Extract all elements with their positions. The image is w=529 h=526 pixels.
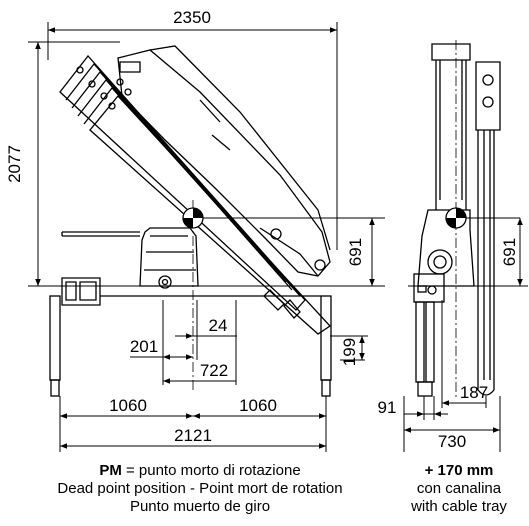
dim-691-side: 691 xyxy=(500,238,519,266)
stabilizer-box xyxy=(61,277,101,306)
boom-head-side xyxy=(431,43,471,61)
dimension-labels: 2350 2077 691 691 24 201 722 199 1060 10… xyxy=(5,8,519,451)
dim-2077: 2077 xyxy=(5,145,24,183)
cable-tray-line-3: with cable tray xyxy=(411,498,507,515)
crane-column xyxy=(139,227,199,287)
left-leg xyxy=(49,295,61,381)
main-boom xyxy=(117,49,331,277)
dim-1060-right: 1060 xyxy=(239,396,277,415)
dim-2121: 2121 xyxy=(174,426,212,445)
dim-2350: 2350 xyxy=(173,8,211,27)
dim-691-front: 691 xyxy=(346,238,365,266)
dead-point-symbol-front xyxy=(182,207,204,229)
dead-point-symbol-side xyxy=(445,207,467,229)
dimension-lines xyxy=(28,22,528,452)
dim-199: 199 xyxy=(340,338,359,366)
pm-abbreviation: PM xyxy=(99,462,122,479)
cable-tray-caption: + 170 mm con canalina with cable tray xyxy=(389,462,529,516)
caption-line-1: PM = punto morto di rotazione xyxy=(0,462,400,480)
dim-722: 722 xyxy=(200,361,228,380)
dim-730: 730 xyxy=(438,432,466,451)
cable-tray-line-2: con canalina xyxy=(416,480,502,497)
dead-point-caption: PM = punto morto di rotazione Dead point… xyxy=(0,462,400,516)
crane-side-view xyxy=(408,40,520,400)
dim-187: 187 xyxy=(460,383,488,402)
crane-front-view xyxy=(49,45,385,397)
caption-line-3: Punto muerto de giro xyxy=(129,498,271,515)
side-hydraulic xyxy=(477,130,495,390)
caption-line-1-text: = punto morto di rotazione xyxy=(121,462,301,479)
caption-line-2: Dead point position - Point mort de rota… xyxy=(57,480,343,497)
dim-1060-left: 1060 xyxy=(109,396,147,415)
dim-201: 201 xyxy=(130,337,158,356)
dim-24: 24 xyxy=(209,316,228,335)
cable-tray-extra: + 170 mm xyxy=(424,462,494,479)
right-leg xyxy=(320,295,332,381)
dim-91: 91 xyxy=(378,398,397,417)
telescopic-extensions xyxy=(59,54,331,335)
